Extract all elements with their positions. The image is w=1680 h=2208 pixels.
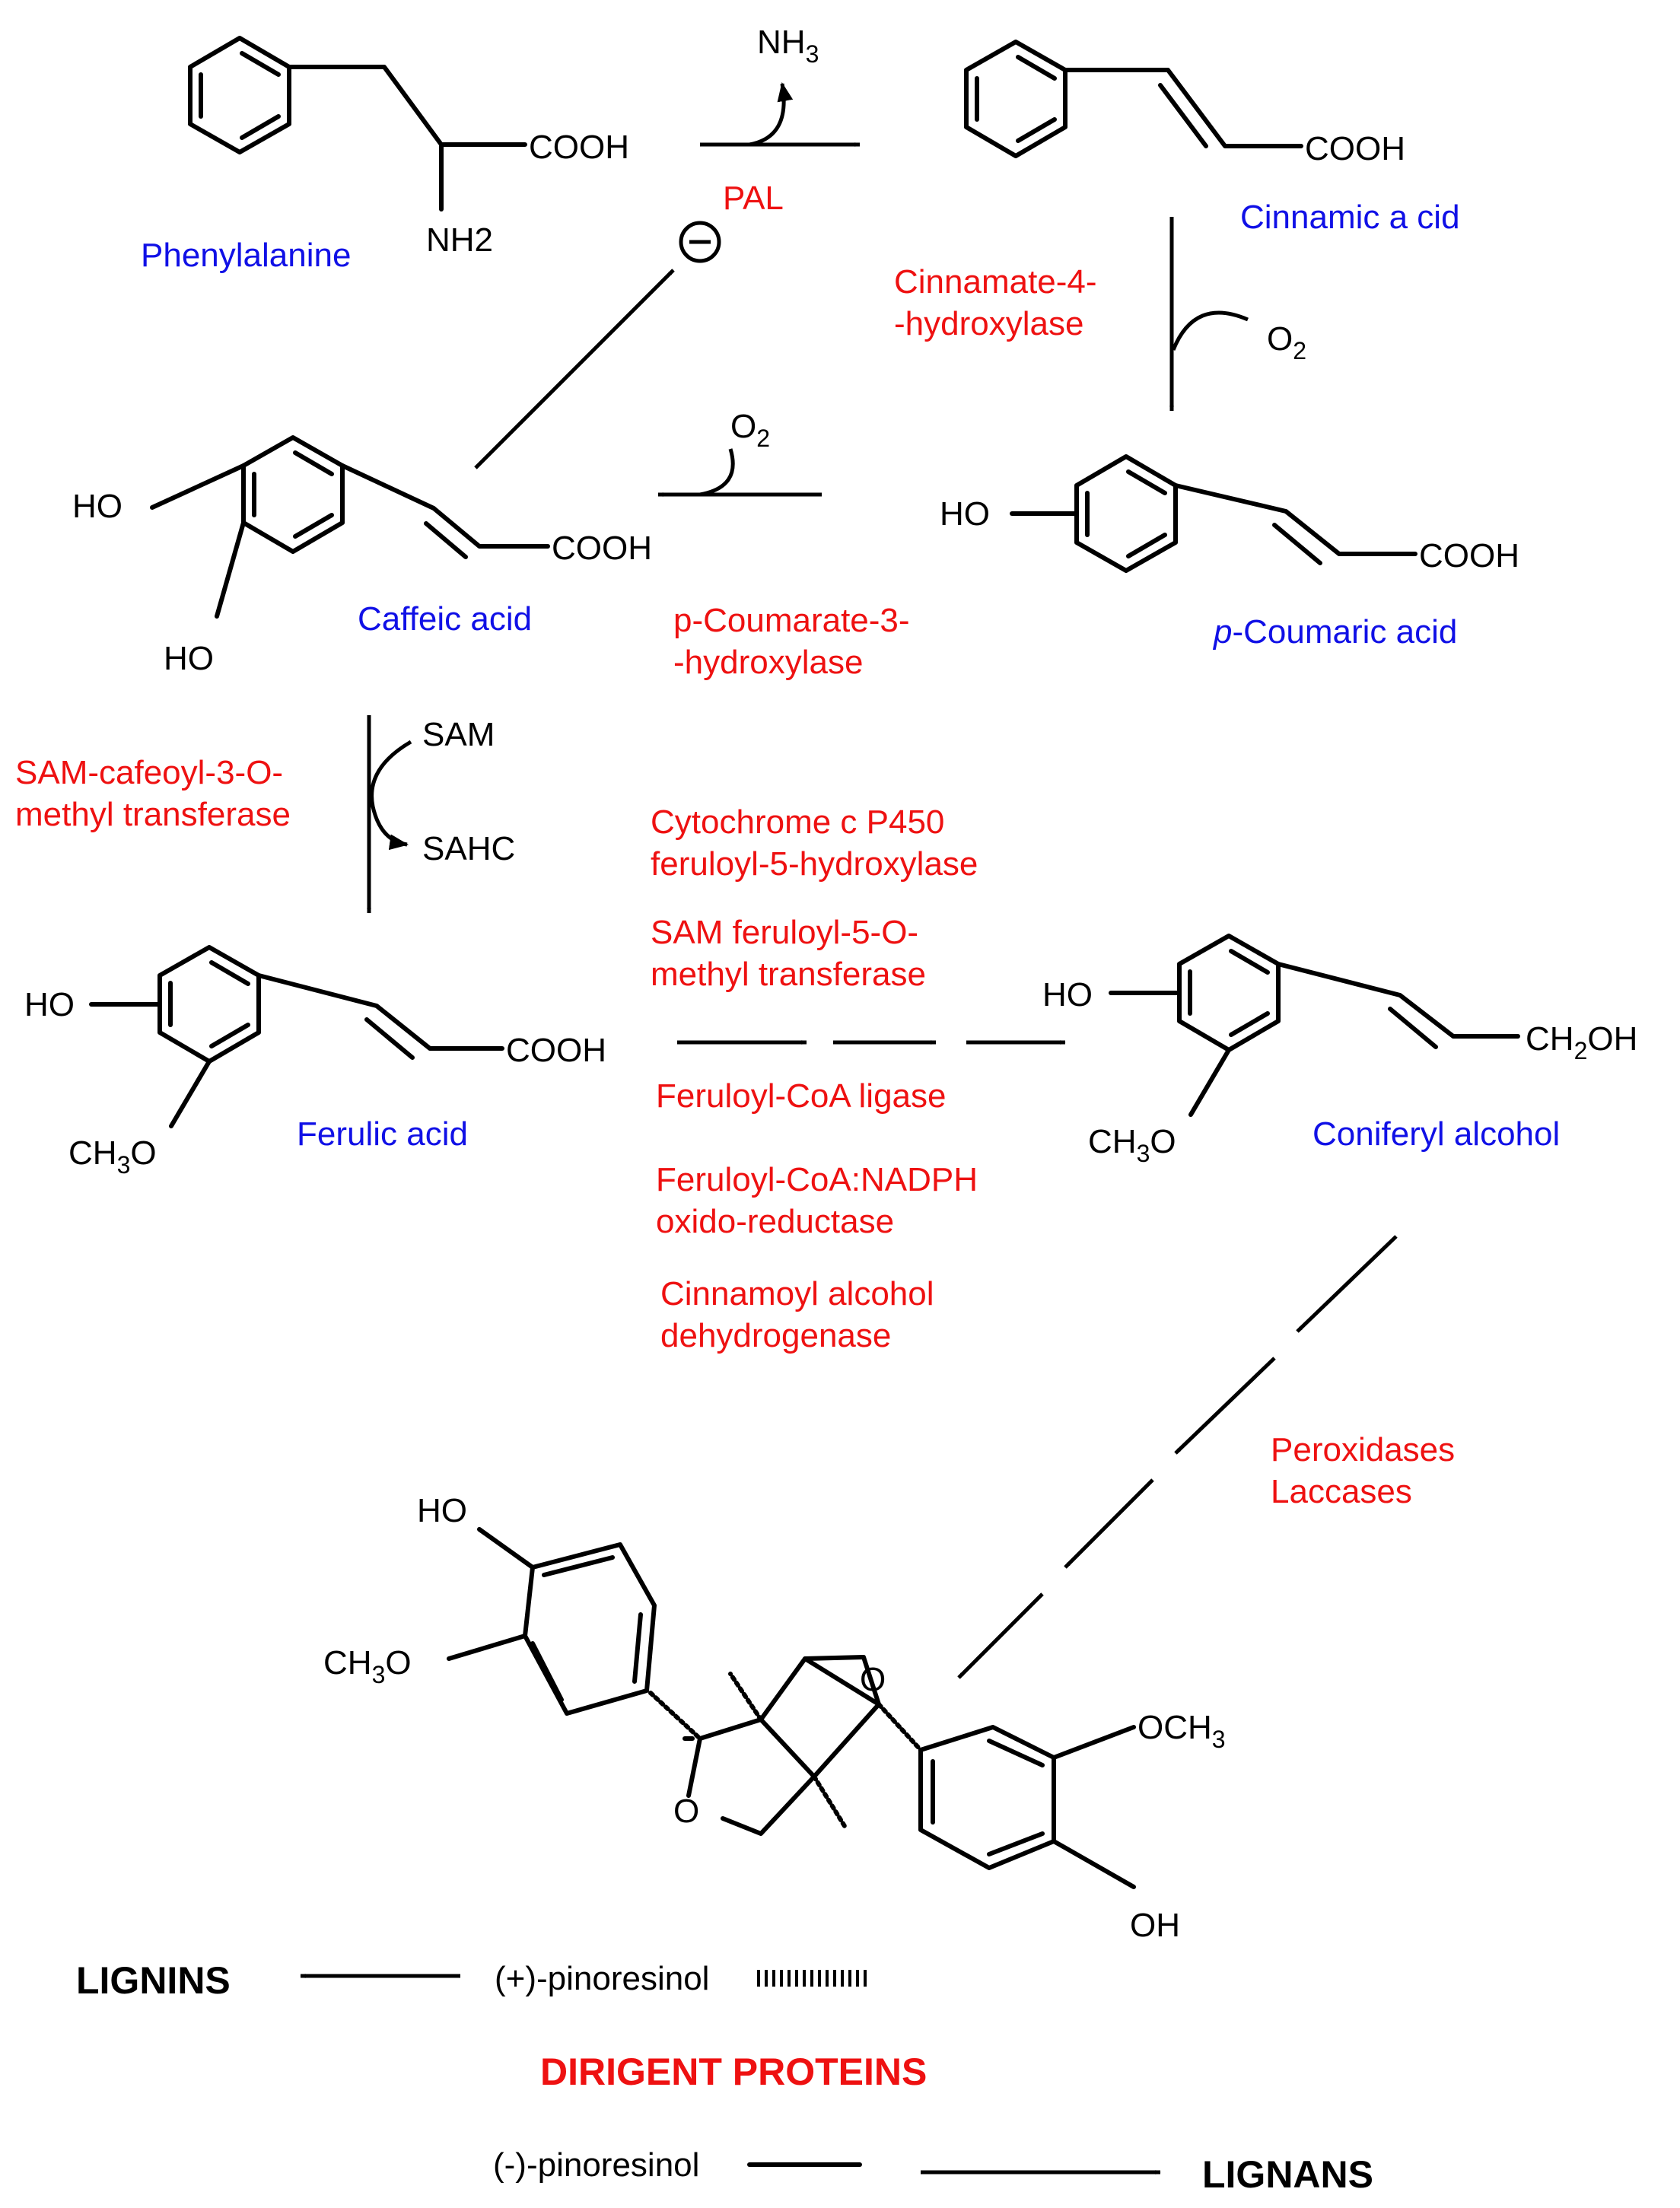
pinoresinol-ho-label: HO <box>417 1492 467 1529</box>
o2-uptake-arrow-c4h <box>1171 310 1249 351</box>
phenylalanine-name: Phenylalanine <box>141 237 351 274</box>
nh3-label: NH3 <box>757 24 819 68</box>
comt-enzyme-label-line2: methyl transferase <box>15 796 291 833</box>
c4h-enzyme-label-line2: -hydroxylase <box>894 305 1083 342</box>
ferulic-cooh-label: COOH <box>506 1032 606 1069</box>
p450-enzyme-label-line1: Cytochrome c P450 <box>651 803 944 841</box>
c3h-enzyme-label-line1: p-Coumarate-3- <box>673 602 910 639</box>
caffeic-cooh-label: COOH <box>552 530 652 567</box>
samf-enzyme-label-line2: methyl transferase <box>651 956 926 993</box>
reductase-enzyme-label-line1: Feruloyl-CoA:NADPH <box>656 1161 978 1198</box>
dehydrogenase-enzyme-label-line1: Cinnamoyl alcohol <box>660 1275 934 1312</box>
laccases-label: Laccases <box>1271 1473 1412 1510</box>
feedback-inhibition-arrow <box>474 269 675 469</box>
ferulic-ho-label: HO <box>24 986 75 1023</box>
coniferyl-ch2oh-label: CH2OH <box>1526 1020 1637 1064</box>
caffeic-ho2-label: HO <box>164 640 214 677</box>
coniferyl-alcohol-name: Coniferyl alcohol <box>1312 1115 1560 1153</box>
p450-enzyme-label-line2: feruloyl-5-hydroxylase <box>651 845 978 883</box>
pinoresinol-o-bottom-label: O <box>673 1793 699 1830</box>
c3h-enzyme-label-line2: -hydroxylase <box>673 644 863 681</box>
sahc-label: SAHC <box>422 830 515 867</box>
samf-enzyme-label-line1: SAM feruloyl-5-O- <box>651 914 918 951</box>
polymerization-step-arrow-4 <box>957 1592 1044 1679</box>
reductase-enzyme-label-line2: oxido-reductase <box>656 1203 894 1240</box>
pinoresinol-ch3o-label: CH3O <box>323 1644 412 1688</box>
p-coumaric-ho-label: HO <box>940 495 990 533</box>
ferulic-ch3o-label: CH3O <box>68 1134 157 1179</box>
comt-enzyme-label-line1: SAM-cafeoyl-3-O- <box>15 754 283 791</box>
p-coumaric-acid-structure <box>1010 454 1418 573</box>
pinoresinol-structure <box>447 1527 1136 1889</box>
pinoresinol-och3-label: OCH3 <box>1138 1709 1226 1753</box>
cinnamic-acid-name: Cinnamic a cid <box>1240 199 1460 236</box>
lignins-label: LIGNINS <box>76 1959 231 2002</box>
pinoresinol-oh-label: OH <box>1130 1907 1180 1944</box>
p-coumaric-acid-name: p-Coumaric acid <box>1212 613 1457 651</box>
ferulic-acid-structure <box>89 945 504 1128</box>
dirigent-proteins-label: DIRIGENT PROTEINS <box>540 2051 927 2093</box>
ferulic-acid-name: Ferulic acid <box>297 1115 468 1153</box>
p-coumaric-cooh-label: COOH <box>1419 537 1519 574</box>
inhibition-symbol <box>679 221 721 263</box>
sam-sahc-arrow <box>370 740 412 851</box>
polymerization-step-arrow-1 <box>1296 1235 1398 1333</box>
ligase-enzyme-label: Feruloyl-CoA ligase <box>656 1077 947 1115</box>
coniferyl-ho-label: HO <box>1042 976 1093 1013</box>
cinnamic-cooh-label: COOH <box>1305 130 1405 167</box>
o2-uptake-arrow-c3h <box>699 448 735 497</box>
minus-pinoresinol-label: (-)-pinoresinol <box>493 2146 699 2184</box>
coniferyl-ch3o-label: CH3O <box>1088 1123 1176 1167</box>
coniferyl-alcohol-structure <box>1109 934 1520 1117</box>
o2-label-c3h: O2 <box>730 408 770 452</box>
polymerization-step-arrow-3 <box>1064 1478 1154 1569</box>
pinoresinol-o-top-label: O <box>860 1661 886 1698</box>
peroxidases-label: Peroxidases <box>1271 1431 1455 1468</box>
o2-label-c4h: O2 <box>1267 320 1306 364</box>
cinnamic-acid-structure <box>964 40 1303 158</box>
dehydrogenase-enzyme-label-line2: dehydrogenase <box>660 1317 891 1354</box>
c4h-enzyme-label-line1: Cinnamate-4- <box>894 263 1097 301</box>
plus-pinoresinol-label: (+)-pinoresinol <box>495 1960 709 1997</box>
phenylalanine-nh2-label: NH2 <box>426 221 493 259</box>
phenylalanine-cooh-label: COOH <box>529 129 629 166</box>
caffeic-acid-name: Caffeic acid <box>358 600 532 638</box>
nh3-release-arrow <box>749 81 794 147</box>
pal-enzyme-label: PAL <box>723 180 784 217</box>
polymerization-step-arrow-2 <box>1174 1357 1276 1455</box>
caffeic-acid-structure <box>150 435 550 619</box>
phenylalanine-structure <box>188 36 527 212</box>
lignans-label: LIGNANS <box>1202 2153 1373 2196</box>
caffeic-ho1-label: HO <box>72 488 123 525</box>
sam-label: SAM <box>422 716 495 753</box>
